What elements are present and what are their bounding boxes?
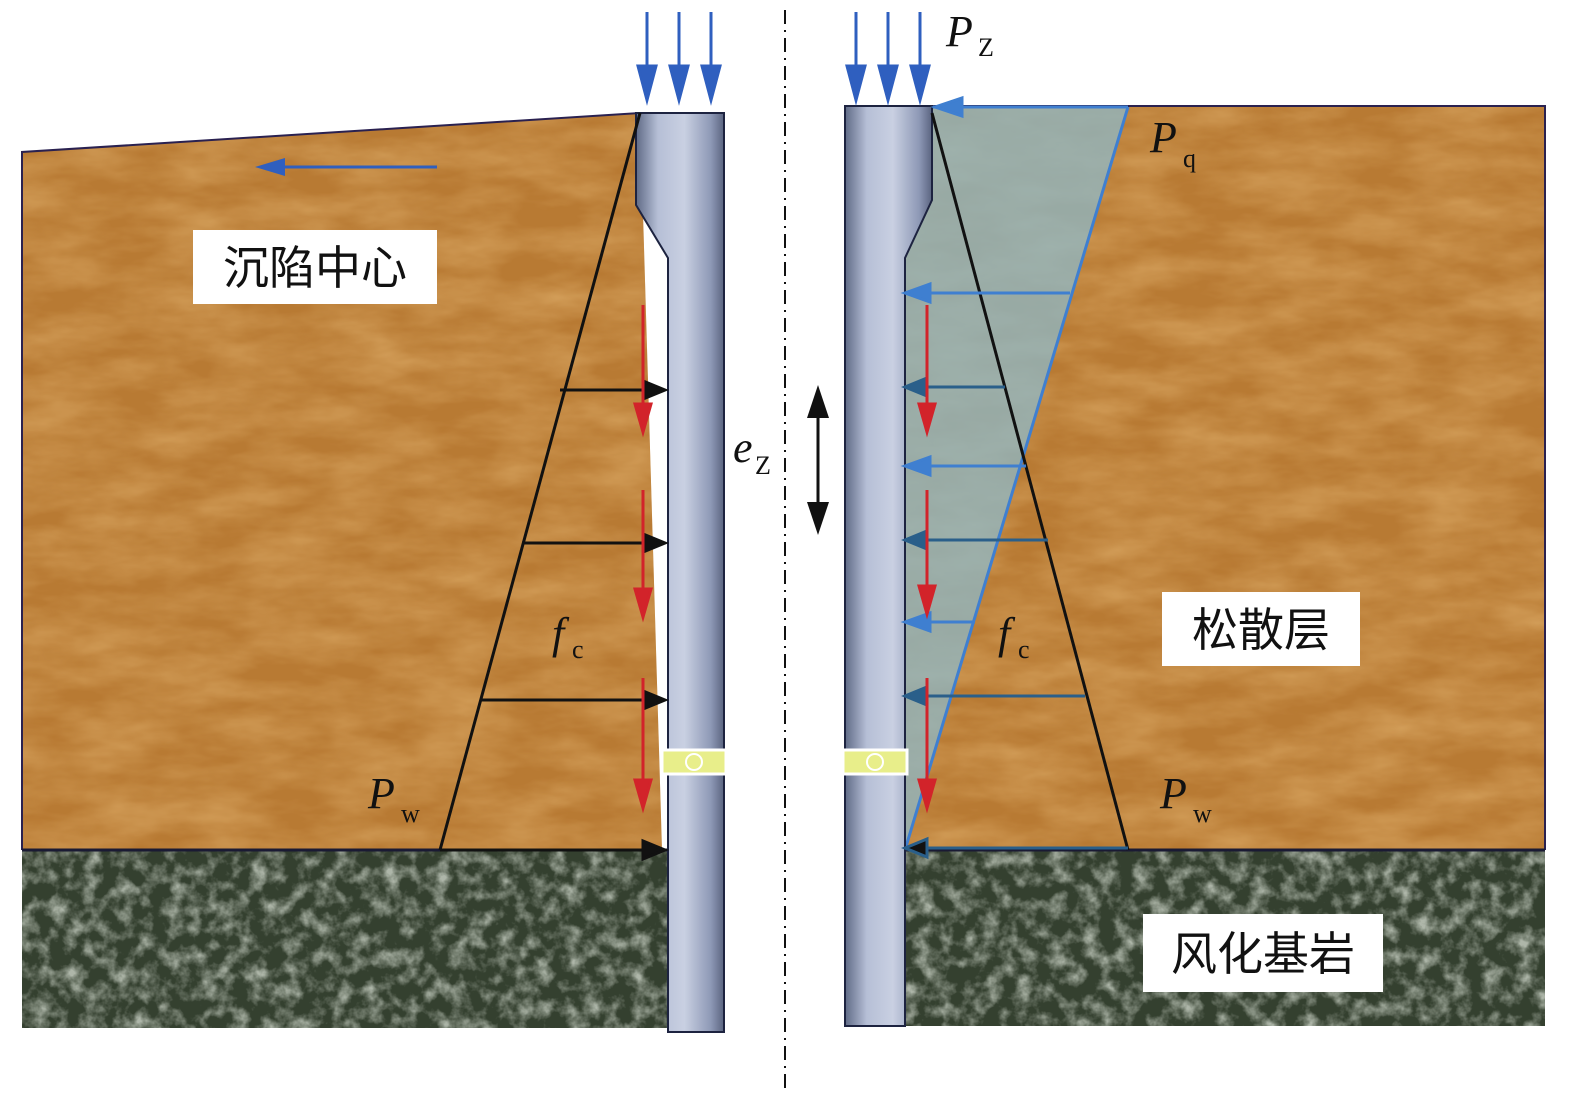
left-soil-layer xyxy=(21,112,662,850)
ez-double-arrow xyxy=(807,385,829,535)
svg-text:松散层: 松散层 xyxy=(1192,603,1330,657)
right-pw-triangle xyxy=(930,112,1130,851)
weathered-bedrock-label: 风化基岩 xyxy=(1143,914,1383,992)
right-load-arrows xyxy=(845,12,931,106)
left-load-arrows xyxy=(636,12,722,106)
svg-text:c: c xyxy=(1018,635,1030,664)
svg-text:P: P xyxy=(1149,113,1177,162)
svg-text:q: q xyxy=(1183,144,1196,173)
left-shaft xyxy=(635,112,725,1033)
right-pressure-arrows xyxy=(901,375,1128,860)
svg-text:c: c xyxy=(572,635,584,664)
svg-text:Z: Z xyxy=(978,33,994,62)
svg-text:Z: Z xyxy=(755,451,771,480)
left-bedrock-layer xyxy=(22,848,667,1028)
svg-text:w: w xyxy=(401,799,420,828)
svg-text:沉陷中心: 沉陷中心 xyxy=(223,241,407,295)
pz-label: P Z xyxy=(945,7,994,62)
svg-text:w: w xyxy=(1193,799,1212,828)
loose-layer-label: 松散层 xyxy=(1162,592,1360,666)
left-sensor xyxy=(660,748,728,776)
left-shear-arrows xyxy=(633,305,653,814)
left-pw-label: P w xyxy=(367,769,420,828)
right-sensor xyxy=(841,748,909,776)
svg-text:P: P xyxy=(367,769,395,818)
pq-label: P q xyxy=(1149,113,1196,173)
right-shaft xyxy=(844,105,933,1027)
svg-text:P: P xyxy=(945,7,973,56)
subsidence-direction-arrow xyxy=(255,158,437,176)
ez-label: e Z xyxy=(733,423,771,480)
svg-text:P: P xyxy=(1159,769,1187,818)
right-pw-label: P w xyxy=(1159,769,1212,828)
svg-text:风化基岩: 风化基岩 xyxy=(1171,927,1355,981)
left-pw-triangle xyxy=(438,112,642,851)
subsidence-center-label: 沉陷中心 xyxy=(193,230,437,304)
left-pressure-arrows xyxy=(440,378,669,862)
right-pq-arrows xyxy=(900,95,1070,634)
right-shear-arrows xyxy=(917,305,937,814)
svg-text:e: e xyxy=(733,423,753,472)
